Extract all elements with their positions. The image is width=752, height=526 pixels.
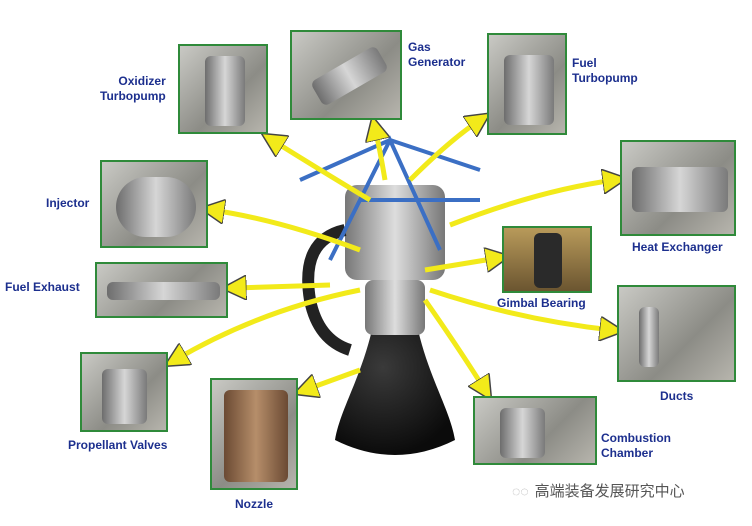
photo-fuel-turbopump: [487, 33, 567, 135]
photo-ducts: [617, 285, 736, 382]
photo-gas-generator: [290, 30, 402, 120]
photo-combustion-chamber: [473, 396, 597, 465]
arrow-nozzle: [305, 367, 361, 390]
label-heat-exchanger: Heat Exchanger: [632, 240, 723, 254]
combustion-chamber-body: [365, 280, 425, 335]
photo-heat-exchanger: [620, 140, 736, 236]
arrow-injector: [212, 210, 361, 253]
photo-oxidizer-turbopump: [178, 44, 268, 134]
arrow-ducts: [429, 287, 612, 330]
label-fuel-turbopump: Fuel Turbopump: [572, 56, 638, 85]
arrow-heat-exchanger: [449, 180, 615, 228]
arrow-gas-generator: [375, 128, 385, 181]
wechat-icon: ◌◌: [512, 482, 529, 499]
arrow-propellant-valves: [175, 287, 361, 360]
thrust-frame: [299, 135, 481, 261]
photo-nozzle: [210, 378, 298, 490]
arrow-oxidizer-turbopump: [272, 140, 372, 203]
label-gas-generator: Gas Generator: [408, 40, 466, 69]
photo-propellant-valves: [80, 352, 168, 432]
watermark: ◌◌ 高端装备发展研究中心: [512, 480, 685, 501]
watermark-text: 高端装备发展研究中心: [534, 483, 685, 500]
arrow-combustion-chamber: [422, 298, 485, 390]
label-combustion-chamber: Combustion Chamber: [601, 431, 671, 460]
arrow-gimbal-bearing: [424, 258, 498, 273]
label-injector: Injector: [46, 196, 90, 210]
label-ducts: Ducts: [660, 389, 694, 403]
photo-injector: [100, 160, 208, 248]
photo-fuel-exhaust: [95, 262, 228, 318]
label-propellant-valves: Propellant Valves: [68, 438, 168, 452]
arrow-fuel-exhaust: [234, 285, 331, 288]
label-nozzle: Nozzle: [235, 497, 274, 511]
label-fuel-exhaust: Fuel Exhaust: [5, 280, 80, 294]
nozzle-bell: [335, 330, 455, 455]
label-gimbal-bearing: Gimbal Bearing: [497, 296, 586, 310]
arrow-fuel-turbopump: [408, 120, 480, 182]
label-oxidizer-turbopump: Oxidizer Turbopump: [100, 74, 166, 103]
photo-gimbal-bearing: [502, 226, 592, 293]
